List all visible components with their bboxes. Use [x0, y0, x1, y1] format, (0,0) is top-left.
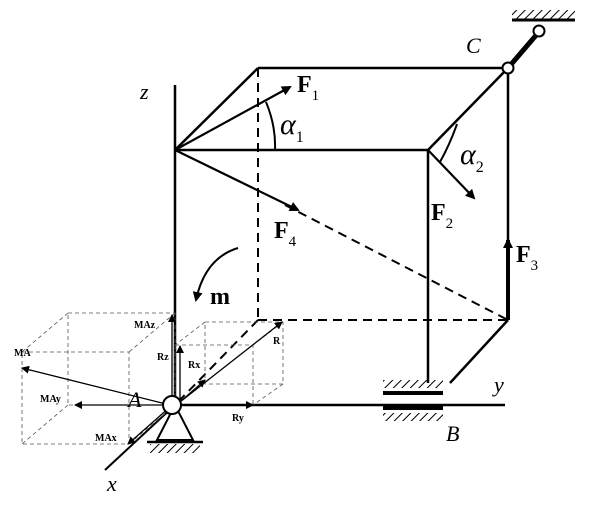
alpha1-arc: [265, 101, 277, 151]
support-b: [383, 380, 443, 421]
r-y-label: Ry: [232, 413, 244, 424]
r-x-arrow: [179, 379, 206, 403]
f1-arrow: [174, 86, 292, 151]
f2-arrow: [427, 149, 476, 200]
alpha2-label: α2: [460, 138, 484, 176]
force-f3-label: F3: [516, 242, 538, 274]
force-f2-label: F2: [431, 200, 453, 232]
axis-x-label: x: [106, 471, 117, 496]
ma-z-label: MAz: [134, 320, 156, 331]
r-z-label: Rz: [157, 352, 169, 363]
moment-m-label: m: [210, 284, 230, 310]
ma-arrow: [21, 365, 171, 406]
axis-y-label: y: [492, 372, 504, 397]
ma-x-arrow: [127, 406, 171, 445]
alpha2-arc: [439, 123, 458, 163]
axis-z-label: z: [139, 79, 149, 104]
ma-label: MA: [14, 348, 31, 359]
ma-y-label: MAy: [40, 394, 61, 405]
force-f4-label: F4: [274, 218, 297, 250]
x-axis: [104, 404, 176, 471]
r-x-label: Rx: [188, 360, 200, 371]
ma-x-label: MAx: [95, 433, 117, 444]
alpha1-label: α1: [280, 108, 304, 146]
support-c: [501, 10, 575, 75]
force-arrows: [174, 86, 513, 320]
moment-m-arrow: [192, 247, 239, 302]
f4-arrow: [174, 149, 300, 211]
support-a: [147, 395, 203, 453]
force-f1-label: F1: [297, 72, 319, 104]
point-a-label: A: [126, 387, 142, 412]
r-arrow: [179, 321, 283, 403]
point-b-label: B: [446, 421, 459, 446]
r-label: R: [273, 336, 281, 347]
moment-helper-box: [21, 312, 284, 445]
hidden-edges: [174, 68, 509, 406]
main-box: [173, 66, 510, 407]
reaction-arrows: [21, 314, 283, 445]
point-c-label: C: [466, 33, 481, 58]
